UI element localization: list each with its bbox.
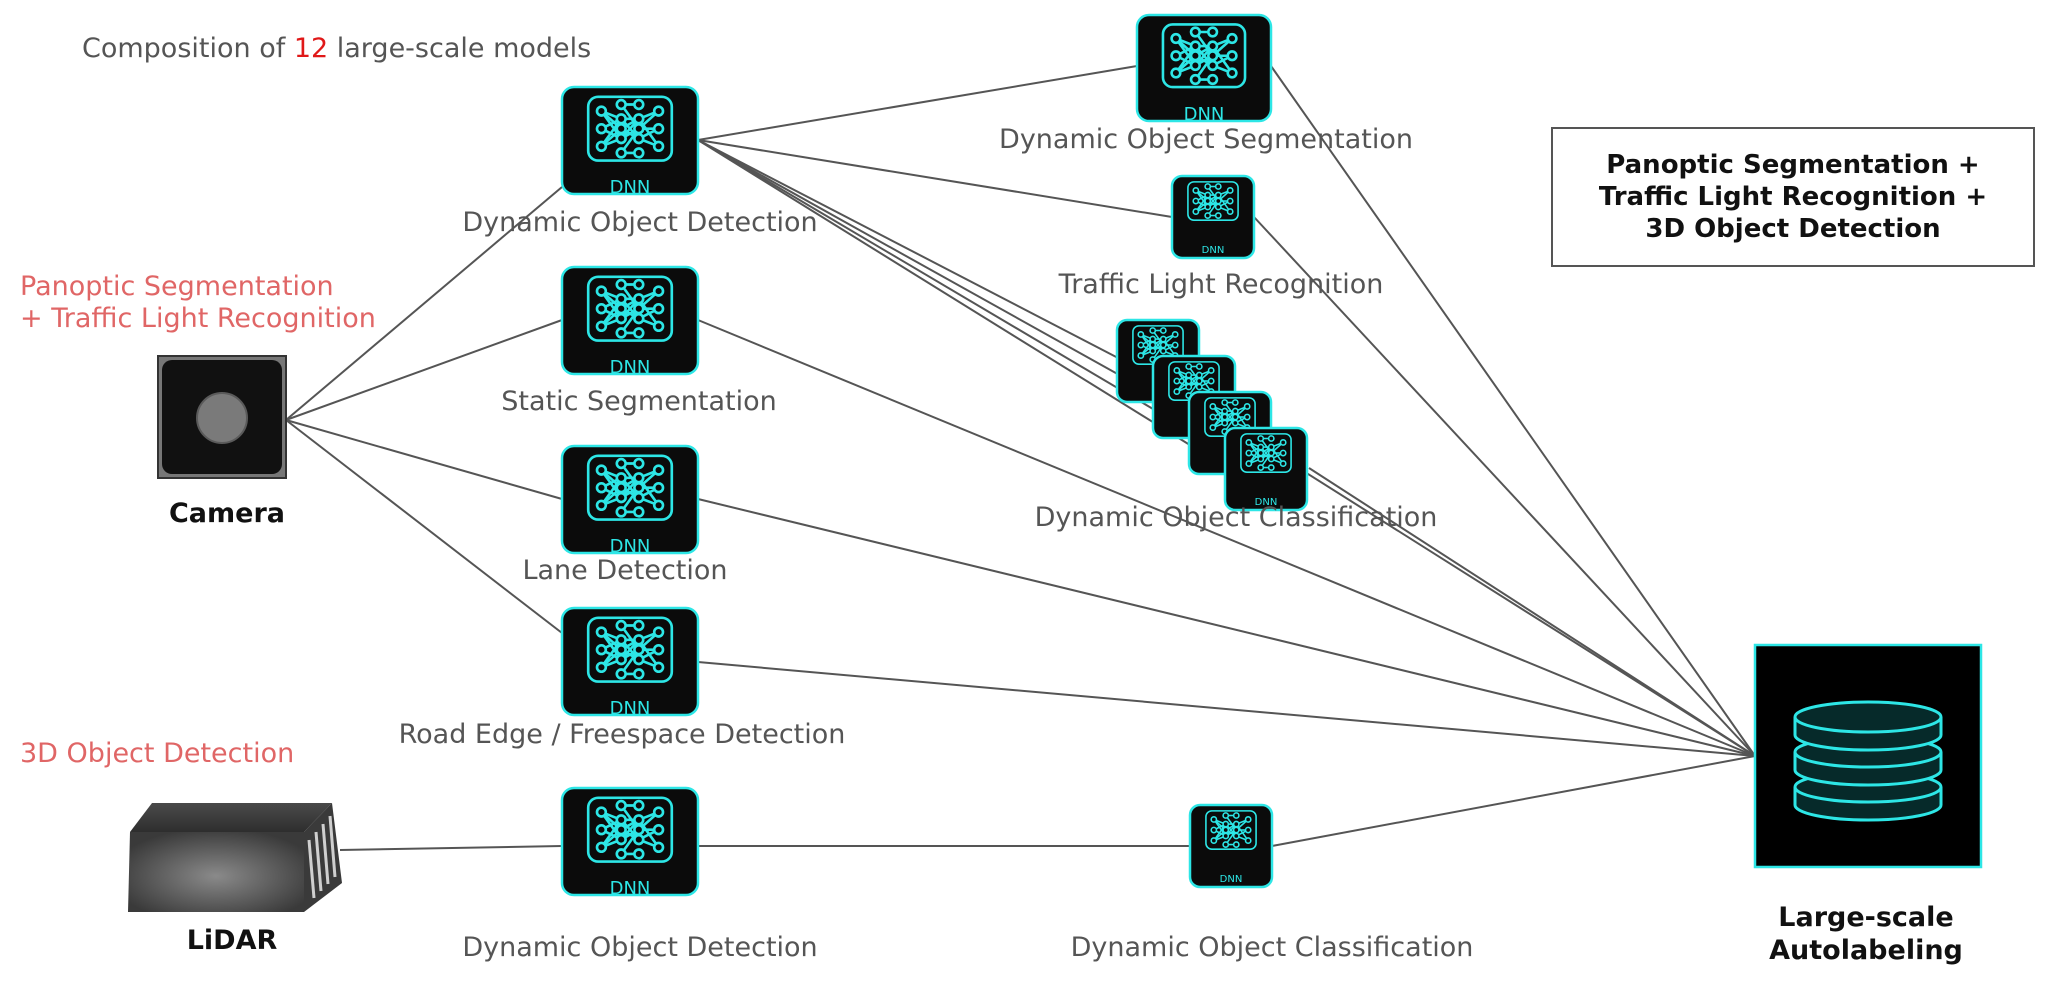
edge xyxy=(1270,65,1756,757)
edge xyxy=(697,139,1228,469)
camera-icon xyxy=(157,355,287,479)
dnn-label: DNN xyxy=(1202,245,1225,256)
camera-task-line: + Traffic Light Recognition xyxy=(20,303,376,334)
model-count: 12 xyxy=(293,33,329,64)
header-prefix: Composition of xyxy=(82,33,294,64)
database-icon xyxy=(1753,643,1983,869)
lidar-label: LiDAR xyxy=(186,925,278,956)
dnn-label: DNN xyxy=(610,878,651,899)
camera-tasks-label: Panoptic Segmentation + Traffic Light Re… xyxy=(20,271,376,335)
label-cam-dynamic-detection: Dynamic Object Detection xyxy=(462,207,818,238)
lidar-icon xyxy=(128,803,342,912)
label-cam-dynamic-segmentation: Dynamic Object Segmentation xyxy=(999,124,1413,155)
edge xyxy=(285,319,563,421)
label-lidar-dynamic-classification: Dynamic Object Classification xyxy=(1070,932,1474,963)
dnn-model-cam-traffic-light: DNN xyxy=(1170,174,1256,260)
edge xyxy=(285,186,563,421)
task-summary-box: Panoptic Segmentation + Traffic Light Re… xyxy=(1551,127,2035,267)
label-lidar-dynamic-detection: Dynamic Object Detection xyxy=(462,932,818,963)
dnn-label: DNN xyxy=(1255,497,1278,508)
edge xyxy=(697,65,1138,141)
header-suffix: large-scale models xyxy=(328,33,592,64)
edge xyxy=(697,139,1193,433)
edge xyxy=(697,498,1756,757)
label-cam-road-edge: Road Edge / Freespace Detection xyxy=(398,719,846,750)
label-cam-dynamic-classification: Dynamic Object Classification xyxy=(1034,502,1438,533)
label-cam-static-segmentation: Static Segmentation xyxy=(501,386,777,417)
autolabeling-line-2: Autolabeling xyxy=(1769,935,1963,966)
dnn-label: DNN xyxy=(610,536,651,557)
camera-label: Camera xyxy=(168,498,286,529)
dnn-model-lidar-dynamic-classification: DNN xyxy=(1188,803,1274,889)
edge xyxy=(285,419,563,634)
label-cam-lane-detection: Lane Detection xyxy=(522,555,728,586)
edge xyxy=(1269,449,1756,757)
dnn-model-cam-dynamic-detection: DNN xyxy=(560,85,700,198)
edge xyxy=(285,419,563,500)
edge xyxy=(697,139,1158,397)
dnn-label: DNN xyxy=(610,177,651,198)
dnn-model-cam-classification-4: DNN xyxy=(1223,426,1309,512)
dnn-model-cam-lane-detection: DNN xyxy=(560,444,700,557)
task-summary-line: Panoptic Segmentation + xyxy=(1606,150,1980,180)
edge xyxy=(697,139,1173,218)
dnn-model-cam-road-edge: DNN xyxy=(560,606,700,719)
edge xyxy=(697,319,1756,757)
edge xyxy=(1253,216,1756,757)
task-summary-line: 3D Object Detection xyxy=(1645,214,1941,244)
lidar-tasks-label: 3D Object Detection xyxy=(20,738,295,769)
dnn-model-cam-classification-stack: DNN xyxy=(1115,318,1309,512)
dnn-label: DNN xyxy=(1220,874,1243,885)
dnn-model-cam-dynamic-segmentation: DNN xyxy=(1135,13,1273,125)
edge xyxy=(339,845,563,851)
composition-header: Composition of 12 large-scale models xyxy=(82,33,591,64)
task-summary-line: Traffic Light Recognition + xyxy=(1598,182,1988,212)
camera-task-line: Panoptic Segmentation xyxy=(20,271,334,302)
dnn-model-lidar-dynamic-detection: DNN xyxy=(560,786,700,899)
dnn-model-cam-static-segmentation: DNN xyxy=(560,265,700,378)
edges xyxy=(285,65,1756,851)
label-cam-traffic-light: Traffic Light Recognition xyxy=(1058,269,1384,300)
dnn-label: DNN xyxy=(610,357,651,378)
dnn-label: DNN xyxy=(610,698,651,719)
edge xyxy=(697,661,1756,757)
autolabeling-label: Large-scale Autolabeling xyxy=(1769,901,1963,967)
edge xyxy=(1271,755,1756,847)
dnn-label: DNN xyxy=(1184,104,1225,125)
autolabeling-line-1: Large-scale xyxy=(1778,902,1954,933)
edge xyxy=(697,139,1123,361)
